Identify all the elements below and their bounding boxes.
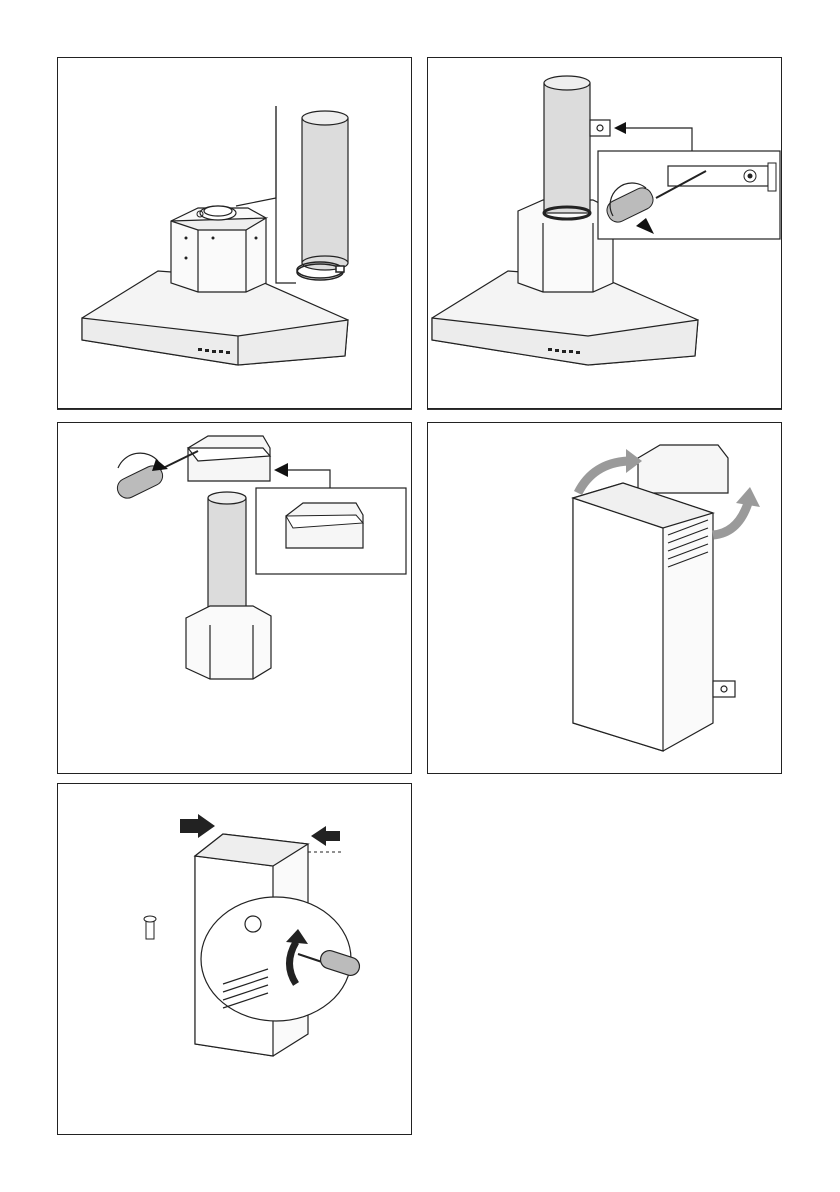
wall-bracket	[713, 681, 735, 697]
hose-clamp	[297, 262, 344, 280]
step-2-panel	[427, 57, 782, 409]
step-1-illustration	[58, 58, 411, 408]
chimney-cover	[573, 483, 713, 751]
motor-housing	[186, 606, 271, 679]
push-arrow-left	[180, 814, 215, 838]
detail-inset	[598, 151, 780, 239]
magnify-circle	[201, 897, 362, 1021]
motor-housing	[171, 206, 266, 292]
pointer-arrow-line	[288, 470, 330, 488]
screw-loose	[144, 916, 156, 939]
pointer-arrowhead	[274, 463, 288, 477]
step-4-panel	[427, 422, 782, 774]
step-4-illustration	[428, 423, 781, 773]
divider-left	[57, 409, 412, 410]
pointer-arrow-line	[616, 128, 692, 151]
step-3-illustration	[58, 423, 411, 773]
flue-tube	[302, 111, 348, 270]
pointer-arrowhead	[614, 122, 626, 134]
divider-right	[427, 409, 782, 410]
step-2-illustration	[428, 58, 781, 408]
detail-inset	[256, 488, 406, 574]
step-3-panel	[57, 422, 412, 774]
fit-arrow-right	[713, 503, 748, 535]
upper-bracket	[638, 445, 728, 493]
wall-bracket	[590, 120, 610, 136]
push-arrow-right	[311, 826, 340, 846]
step-5-panel	[57, 783, 412, 1135]
leader-line	[236, 106, 276, 206]
step-5-illustration	[58, 784, 411, 1134]
upper-bracket	[188, 436, 270, 481]
flue-tube	[208, 492, 246, 618]
step-1-panel	[57, 57, 412, 409]
flue-tube	[544, 76, 590, 219]
